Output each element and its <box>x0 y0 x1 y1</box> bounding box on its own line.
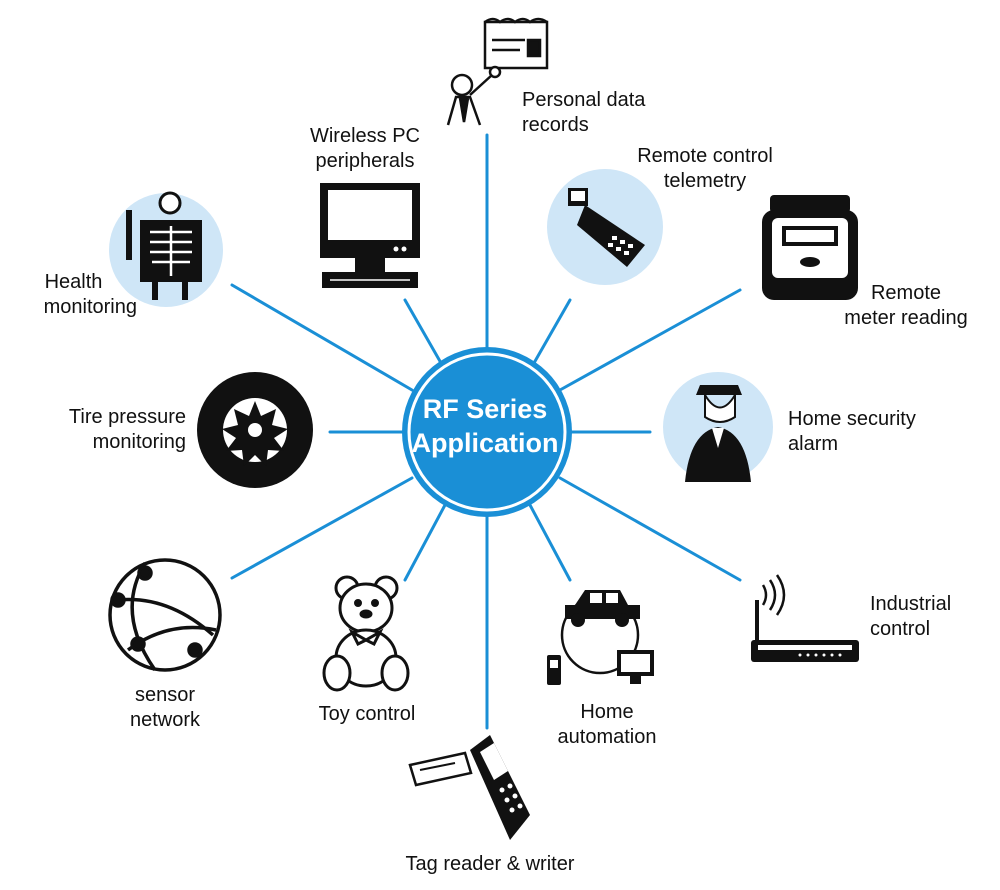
handheld-reader-icon <box>408 735 530 840</box>
security-guard-icon <box>663 372 773 482</box>
label-line: automation <box>557 726 657 748</box>
label-home-security-alarm: Home security alarm <box>788 407 916 457</box>
hub-title-line2: Application <box>411 428 559 458</box>
label-line: sensor <box>134 684 196 706</box>
label-personal-data-records: Personal data records <box>522 88 645 138</box>
label-tag-reader-writer: Tag reader & writer <box>380 852 600 877</box>
label-line: Home security <box>788 408 916 430</box>
label-line: control <box>870 618 931 640</box>
remote-control-icon <box>547 169 663 285</box>
label-line: telemetry <box>663 170 747 192</box>
label-industrial-control: Industrial control <box>870 592 951 642</box>
label-home-automation: Home automation <box>540 700 674 750</box>
label-line: Tag reader & writer <box>405 853 575 875</box>
label-line: Wireless PC <box>309 125 420 147</box>
label-line: meter reading <box>844 307 968 329</box>
label-line: Remote <box>870 282 942 304</box>
label-sensor-network: sensor network <box>100 683 230 733</box>
label-health-monitoring: Health monitoring <box>10 270 137 320</box>
spokes <box>230 133 742 730</box>
label-line: alarm <box>788 433 839 455</box>
label-line: Personal data <box>522 89 646 111</box>
label-wireless-pc-peripherals: Wireless PC peripherals <box>300 124 430 174</box>
label-tire-pressure-monitoring: Tire pressure monitoring <box>40 405 186 455</box>
label-line: Tire pressure <box>68 406 186 428</box>
monitor-icon <box>320 183 420 288</box>
hub-title: RF Series Application <box>400 392 570 460</box>
label-line: Home <box>580 701 634 723</box>
label-toy-control: Toy control <box>300 702 434 727</box>
label-line: Industrial <box>870 593 952 615</box>
label-line: Remote control <box>637 145 773 167</box>
meter-icon <box>762 195 858 300</box>
router-icon <box>751 574 859 662</box>
xray-icon <box>109 191 223 307</box>
hub-circle <box>402 347 572 517</box>
spoke-health-monitoring <box>230 283 414 392</box>
teddy-bear-icon <box>322 575 410 692</box>
spoke-wireless-pc-peripherals <box>403 298 447 372</box>
label-line: monitoring <box>43 296 137 318</box>
label-line: records <box>522 114 589 136</box>
label-line: monitoring <box>92 431 186 453</box>
spoke-remote-meter-reading <box>558 288 742 392</box>
presentation-board-icon <box>446 17 549 126</box>
tire-icon <box>197 372 313 488</box>
label-line: network <box>129 709 201 731</box>
spoke-industrial-control <box>558 476 742 582</box>
globe-network-icon <box>108 558 222 672</box>
spoke-sensor-network <box>230 476 414 580</box>
spoke-remote-control-telemetry <box>528 298 572 372</box>
spoke-toy-control <box>403 503 447 582</box>
label-remote-control-telemetry: Remote control telemetry <box>620 144 790 194</box>
label-line: peripherals <box>315 150 415 172</box>
label-line: Toy control <box>318 703 416 725</box>
hub-title-line1: RF Series <box>422 394 548 424</box>
label-line: Health <box>44 271 103 293</box>
label-remote-meter-reading: Remote meter reading <box>826 281 986 331</box>
home-automation-icon <box>547 590 654 685</box>
spoke-home-automation <box>528 503 572 582</box>
